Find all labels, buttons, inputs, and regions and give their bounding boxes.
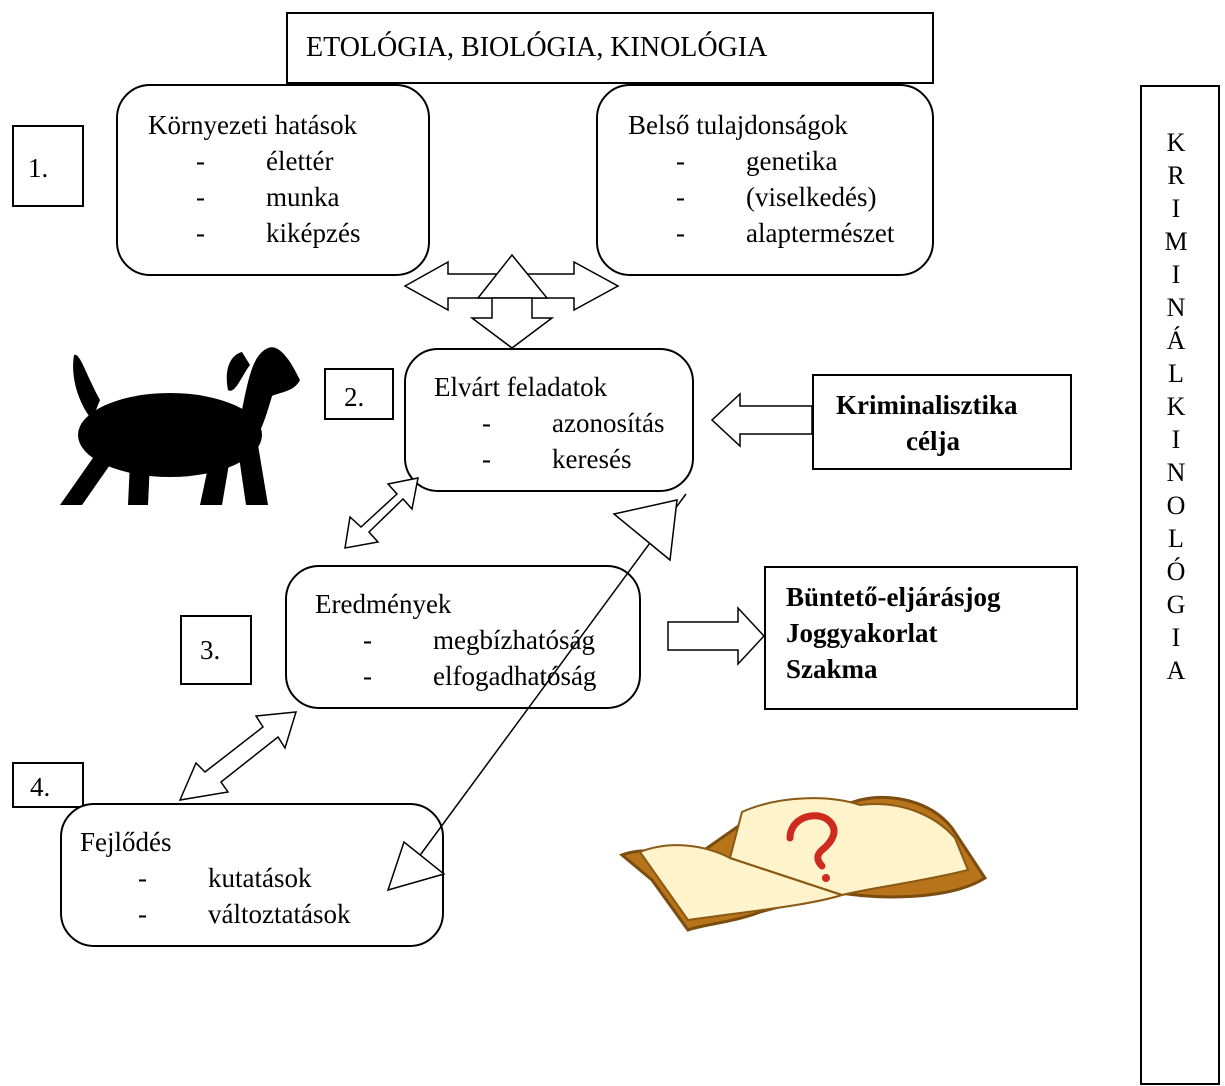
double-arrow-vertical-icon: [469, 297, 555, 349]
number-label-2: 2.: [344, 382, 365, 412]
criminalistics-box: Kriminalisztika célja: [812, 374, 1072, 470]
criminalistics-line1: Kriminalisztika: [836, 390, 1018, 420]
side-box: [1140, 85, 1220, 1085]
number-label-3: 3.: [200, 635, 221, 665]
law-line: Joggyakorlat: [786, 618, 938, 648]
number-label-1: 1.: [28, 153, 49, 183]
header-title: ETOLÓGIA, BIOLÓGIA, KINOLÓGIA: [306, 32, 768, 63]
tasks-item: -azonosítás: [482, 408, 665, 438]
results-item: -elfogadhatóság: [363, 661, 597, 691]
side-letter: I: [1171, 425, 1181, 454]
environment-item: -kiképzés: [196, 218, 361, 248]
side-letter: R: [1167, 161, 1185, 190]
arrow-right-icon: [667, 606, 766, 666]
development-item: -kutatások: [138, 863, 312, 893]
environment-box: Környezeti hatások -élettér -munka -kiké…: [116, 84, 430, 276]
diagonal-arrowhead-up-icon: [612, 499, 678, 562]
side-letter: L: [1168, 524, 1184, 553]
environment-title: Környezeti hatások: [148, 110, 358, 140]
internal-box: Belső tulajdonságok -genetika -(viselked…: [596, 84, 934, 276]
tasks-box: Elvárt feladatok -azonosítás -keresés: [404, 348, 694, 492]
side-letter: L: [1168, 359, 1184, 388]
side-letter: I: [1171, 194, 1181, 223]
criminalistics-line2: célja: [906, 426, 960, 456]
tasks-item: -keresés: [482, 444, 632, 474]
double-arrow-tasks-results-icon: [344, 477, 419, 549]
number-label-4: 4.: [30, 772, 51, 802]
number-box-4: 4.: [12, 762, 84, 808]
tasks-title: Elvárt feladatok: [434, 372, 608, 402]
book-question-icon: [619, 796, 988, 932]
side-letter: N: [1166, 293, 1186, 322]
results-box: Eredmények -megbízhatóság -elfogadhatósá…: [285, 565, 641, 709]
side-letter: Ó: [1166, 557, 1186, 586]
internal-title: Belső tulajdonságok: [628, 110, 848, 140]
side-letter: Á: [1166, 326, 1186, 355]
environment-item: -munka: [196, 182, 340, 212]
double-arrow-results-development-icon: [178, 711, 298, 801]
diagonal-connector-line: [417, 493, 687, 859]
side-letter: K: [1166, 392, 1186, 421]
side-letter: K: [1166, 128, 1186, 157]
number-box-2: 2.: [324, 368, 394, 420]
internal-item: -genetika: [676, 146, 838, 176]
law-box: Büntető-eljárásjog Joggyakorlat Szakma: [764, 566, 1078, 710]
development-box: Fejlődés -kutatások -változtatások: [60, 803, 444, 947]
number-box-3: 3.: [180, 615, 252, 685]
side-letter: A: [1166, 656, 1186, 685]
law-line: Büntető-eljárásjog: [786, 582, 1001, 612]
side-letter: N: [1166, 458, 1186, 487]
side-letter: I: [1171, 623, 1181, 652]
internal-item: -alaptermészet: [676, 218, 895, 248]
results-item: -megbízhatóság: [363, 625, 595, 655]
side-letter: M: [1164, 227, 1188, 256]
law-line: Szakma: [786, 654, 878, 684]
number-box-1: 1.: [12, 125, 84, 207]
dog-silhouette-icon: [60, 347, 300, 505]
diagonal-arrowhead-down-icon: [386, 840, 446, 892]
header-box: ETOLÓGIA, BIOLÓGIA, KINOLÓGIA: [286, 12, 934, 84]
internal-item: -(viselkedés): [676, 182, 877, 212]
results-title: Eredmények: [315, 589, 452, 619]
development-title: Fejlődés: [80, 827, 172, 857]
side-letter: O: [1166, 491, 1186, 520]
side-letter: G: [1166, 590, 1186, 619]
development-item: -változtatások: [138, 899, 351, 929]
side-letter: I: [1171, 260, 1181, 289]
arrow-left-icon: [710, 392, 813, 448]
environment-item: -élettér: [196, 146, 334, 176]
side-label: K R I M I N Á L K I N O L Ó G I A: [1156, 126, 1196, 687]
